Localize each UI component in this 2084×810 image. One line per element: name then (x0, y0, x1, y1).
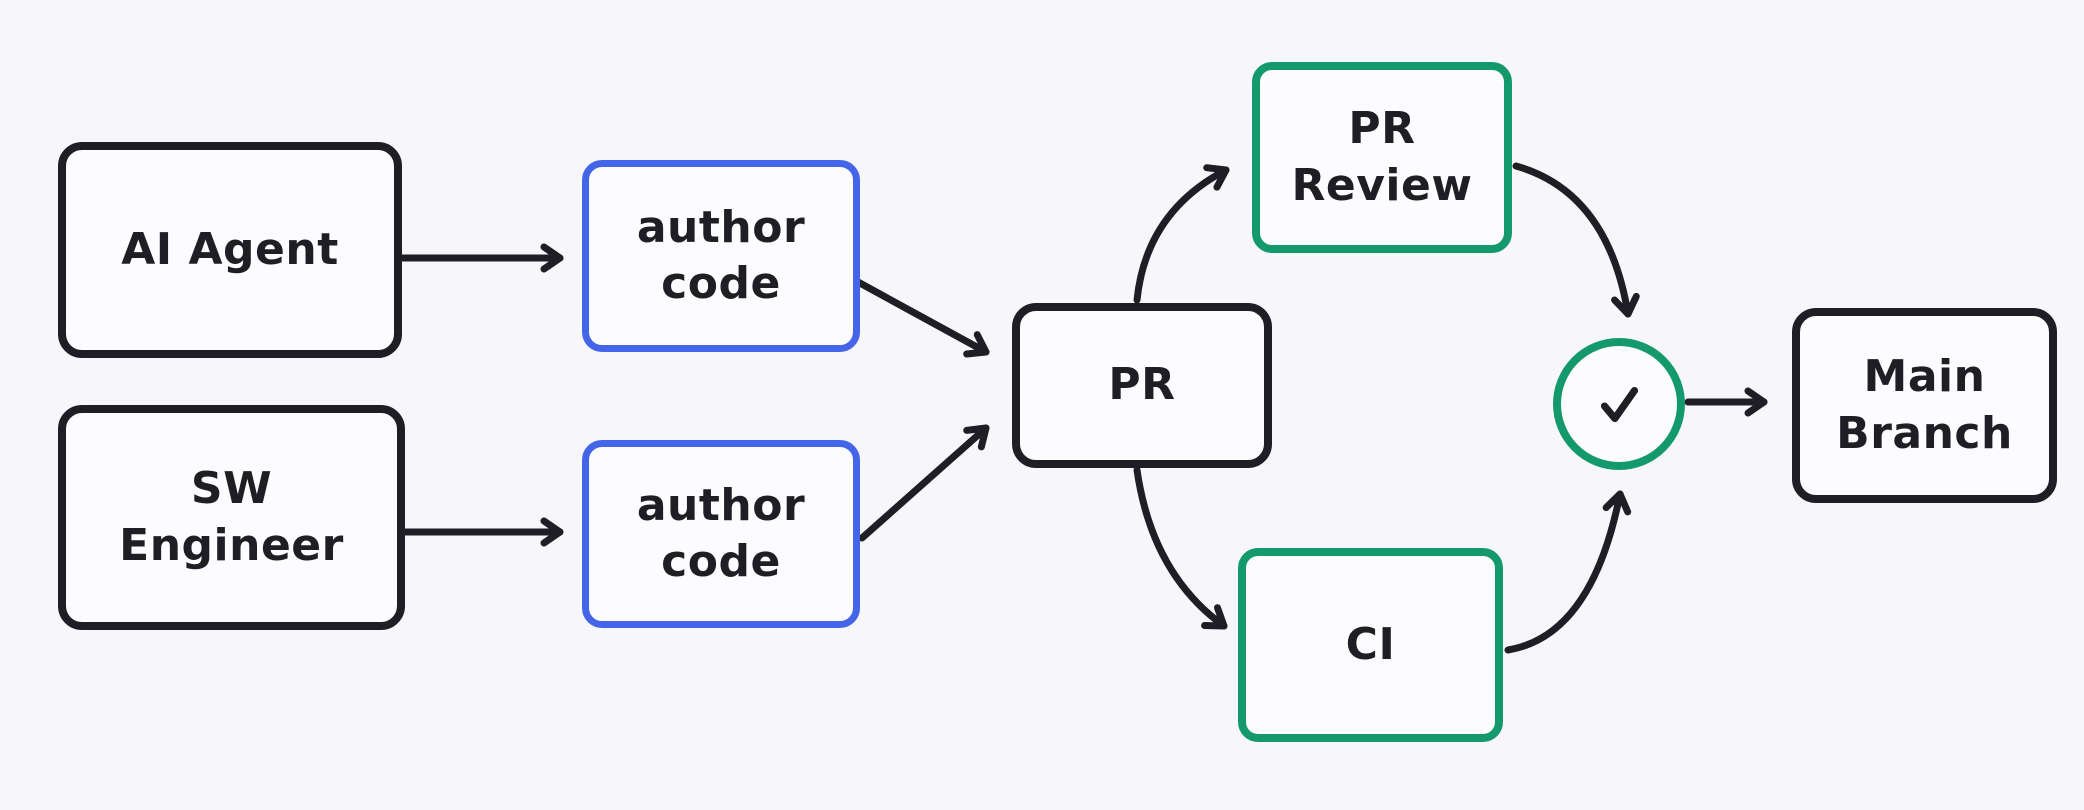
arrow-pr-to-pr-review[interactable] (1133, 164, 1230, 304)
node-author-code-top[interactable]: author code (582, 160, 860, 352)
node-pr[interactable]: PR (1012, 303, 1272, 468)
arrow-ci-to-approval[interactable] (1504, 490, 1632, 654)
node-ci[interactable]: CI (1238, 548, 1503, 742)
arrow-author-code-top-to-pr[interactable] (854, 278, 990, 358)
arrow-author-code-bottom-to-pr[interactable] (858, 424, 990, 542)
node-approval-circle[interactable] (1553, 338, 1685, 470)
node-main-branch-label: Main Branch (1836, 351, 2013, 459)
checkmark-icon (1600, 386, 1639, 423)
node-main-branch[interactable]: Main Branch (1792, 308, 2057, 503)
node-sw-engineer-label: SW Engineer (119, 463, 344, 571)
arrow-pr-to-ci[interactable] (1133, 466, 1228, 630)
node-pr-review-label: PR Review (1291, 103, 1473, 211)
arrow-pr-review-to-approval[interactable] (1512, 162, 1640, 318)
node-pr-review[interactable]: PR Review (1252, 62, 1512, 253)
node-sw-engineer[interactable]: SW Engineer (58, 405, 405, 630)
node-ai-agent[interactable]: AI Agent (58, 142, 402, 358)
node-pr-label: PR (1108, 359, 1176, 411)
node-author-code-bottom-label: author code (636, 479, 806, 587)
node-ci-label: CI (1345, 618, 1396, 670)
node-author-code-bottom[interactable]: author code (582, 440, 860, 628)
node-ai-agent-label: AI Agent (121, 223, 339, 275)
node-author-code-top-label: author code (636, 201, 806, 309)
